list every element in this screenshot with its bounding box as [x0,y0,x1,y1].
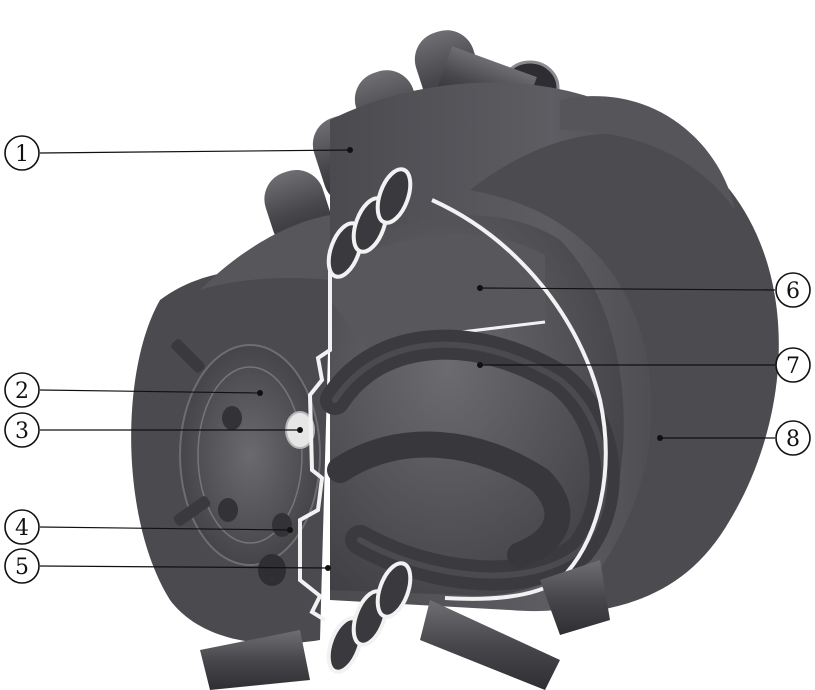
callout-label-3: 3 [15,419,29,444]
callout-label-2: 2 [15,379,29,404]
callout-label-8: 8 [786,427,800,452]
callout-label-4: 4 [15,516,29,541]
callout-label-1: 1 [15,142,29,167]
callout-label-5: 5 [15,555,29,580]
callout-label-7: 7 [786,354,800,379]
callout-1: 1 [5,136,353,170]
callout-label-6: 6 [786,279,800,304]
firebox-interior [330,215,624,595]
